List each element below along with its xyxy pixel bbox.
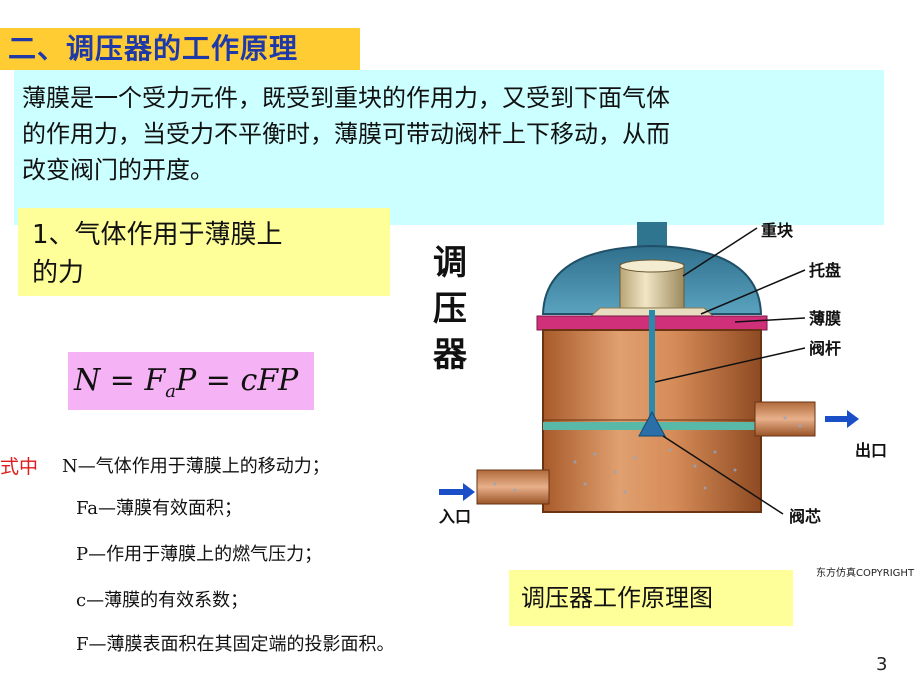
weight-top: [619, 259, 685, 273]
definition-p: P—作用于薄膜上的燃气压力；: [76, 540, 322, 566]
diagram-title-char-1: 调: [433, 243, 467, 283]
copyright-text: 东方仿真COPYRIGHT: [816, 566, 915, 579]
formula-cfp: cFP: [240, 363, 299, 398]
definition-text: —薄膜有效面积；: [98, 498, 242, 519]
label-outlet: 出口: [855, 441, 887, 460]
page-number: 3: [876, 654, 888, 675]
description-line-3: 改变阀门的开度。: [22, 156, 214, 184]
definition-f: F—薄膜表面积在其固定端的投影面积。: [76, 630, 395, 656]
subheading-box: 1、气体作用于薄膜上 的力: [18, 208, 390, 296]
description-line-2: 的作用力，当受力不平衡时，薄膜可带动阀杆上下移动，从而: [22, 120, 670, 148]
description-line-1: 薄膜是一个受力元件，既受到重块的作用力，又受到下面气体: [22, 84, 670, 112]
definition-text: —薄膜的有效系数；: [86, 590, 249, 611]
gas-particles: [493, 416, 802, 494]
definition-symbol: F: [76, 634, 89, 655]
definition-symbol: Fa: [76, 498, 98, 519]
definition-n: N—气体作用于薄膜上的移动力；: [62, 452, 330, 478]
diagram-title-char-2: 压: [433, 289, 467, 329]
diagram-caption: 调压器工作原理图: [509, 570, 793, 626]
description-box: 薄膜是一个受力元件，既受到重块的作用力，又受到下面气体 的作用力，当受力不平衡时…: [14, 70, 884, 225]
formula-sub-a: a: [165, 381, 177, 402]
label-membrane: 薄膜: [809, 309, 841, 328]
definition-symbol: N: [62, 456, 78, 477]
inlet-pipe: [476, 469, 550, 505]
where-label: 式中: [0, 456, 39, 478]
label-tray: 托盘: [809, 261, 841, 280]
subheading-line-2: 的力: [32, 258, 85, 288]
formula: N = FaP = cFP: [68, 352, 314, 410]
definition-symbol: P: [76, 544, 89, 565]
definition-text: —作用于薄膜上的燃气压力；: [88, 544, 323, 565]
definition-c: c—薄膜的有效系数；: [76, 586, 248, 612]
valve-stem: [649, 310, 655, 420]
outlet-arrow-icon: [825, 410, 859, 428]
inlet-arrow-icon: [439, 483, 475, 501]
label-weight: 重块: [761, 222, 794, 240]
slide-title: 二、调压器的工作原理: [0, 28, 360, 70]
regulator-diagram: 调 压 器 重块 托盘 薄膜 阀杆 出口: [433, 222, 915, 579]
leader-lines: [654, 227, 806, 515]
definition-text: —薄膜表面积在其固定端的投影面积。: [88, 634, 395, 655]
formula-n: N: [74, 363, 101, 398]
diagram-title-char-3: 器: [433, 335, 468, 375]
label-valve-core: 阀芯: [789, 507, 821, 526]
subheading-line-1: 1、气体作用于薄膜上: [32, 220, 283, 250]
definition-symbol: c: [76, 590, 87, 611]
formula-p: P: [176, 363, 197, 398]
label-inlet: 入口: [439, 507, 471, 526]
formula-eq2: =: [196, 363, 241, 398]
formula-f: F: [144, 363, 166, 398]
label-stem: 阀杆: [809, 339, 841, 358]
definition-fa: Fa—薄膜有效面积；: [76, 494, 242, 520]
formula-eq1: =: [100, 363, 145, 398]
valve-core: [638, 410, 666, 437]
definition-text: —气体作用于薄膜上的移动力；: [77, 456, 330, 477]
